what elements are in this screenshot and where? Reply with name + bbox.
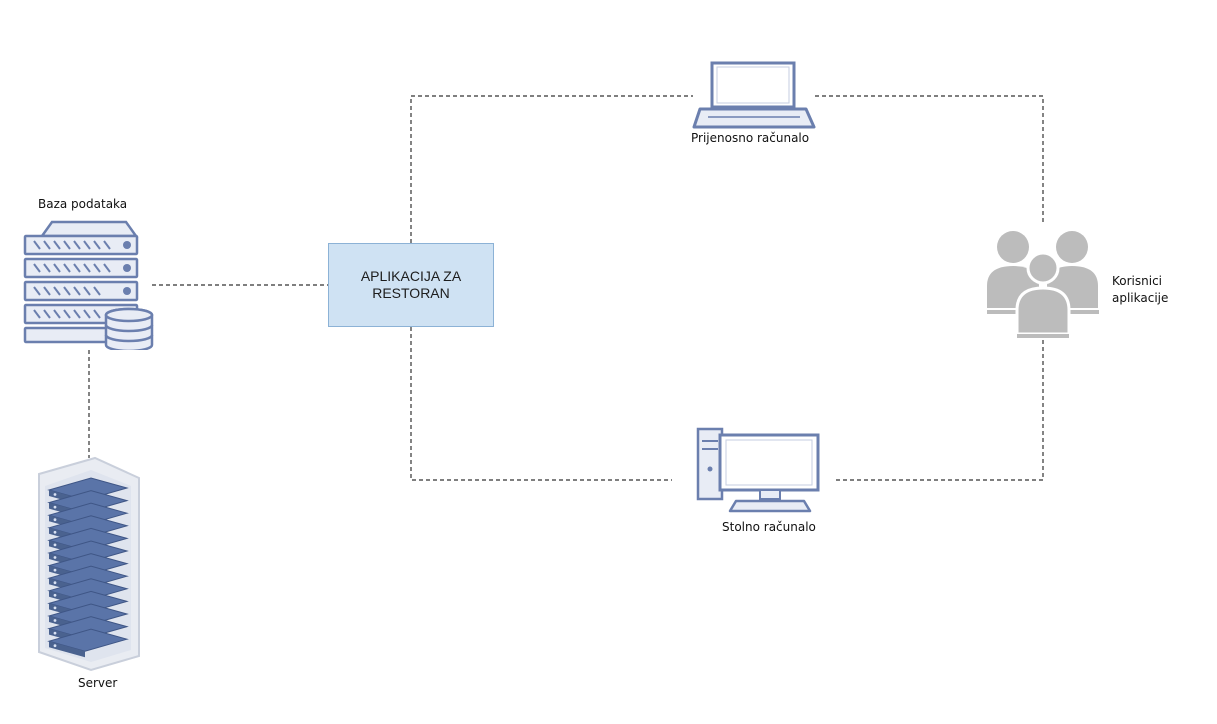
app-box[interactable]: APLIKACIJA ZA RESTORAN [328,243,494,327]
users-label-line1: Korisnici [1112,274,1163,288]
rack-unit-led [53,505,57,509]
rack-unit-led [53,493,57,496]
rack-unit-led [53,556,57,559]
database-server-icon [23,220,154,350]
rack-unit-front [49,641,85,658]
rack-unit [47,628,129,652]
rack-unit-led [53,631,57,635]
desktop-label: Stolno računalo [722,520,816,534]
desktop-computer-icon [696,427,820,513]
connector-laptop-to-users [815,95,1044,222]
connector-app-to-desktop [410,327,672,481]
rack-unit-led [53,644,57,648]
rack-unit-led [53,581,57,585]
rack-unit-led [53,543,57,547]
database-label: Baza podataka [38,197,128,211]
server-label: Server [78,676,118,690]
rack-unit-led [53,606,57,610]
laptop-label: Prijenosno računalo [691,131,810,145]
connector-app-to-laptop [410,95,693,243]
server-rack-icon [38,456,140,672]
rack-unit-led [53,530,57,534]
laptop-icon [692,61,816,129]
users-group-icon [987,231,1099,338]
app-label: APLIKACIJA ZA RESTORAN [360,268,462,301]
rack-unit-led [53,593,57,597]
rack-unit-led [53,568,57,572]
users-label: Korisnici aplikacije [1112,273,1168,307]
connector-desktop-to-users [836,338,1044,481]
users-label-line2: aplikacije [1112,291,1169,305]
rack-unit-led [53,518,57,522]
rack-unit-led [53,619,57,622]
